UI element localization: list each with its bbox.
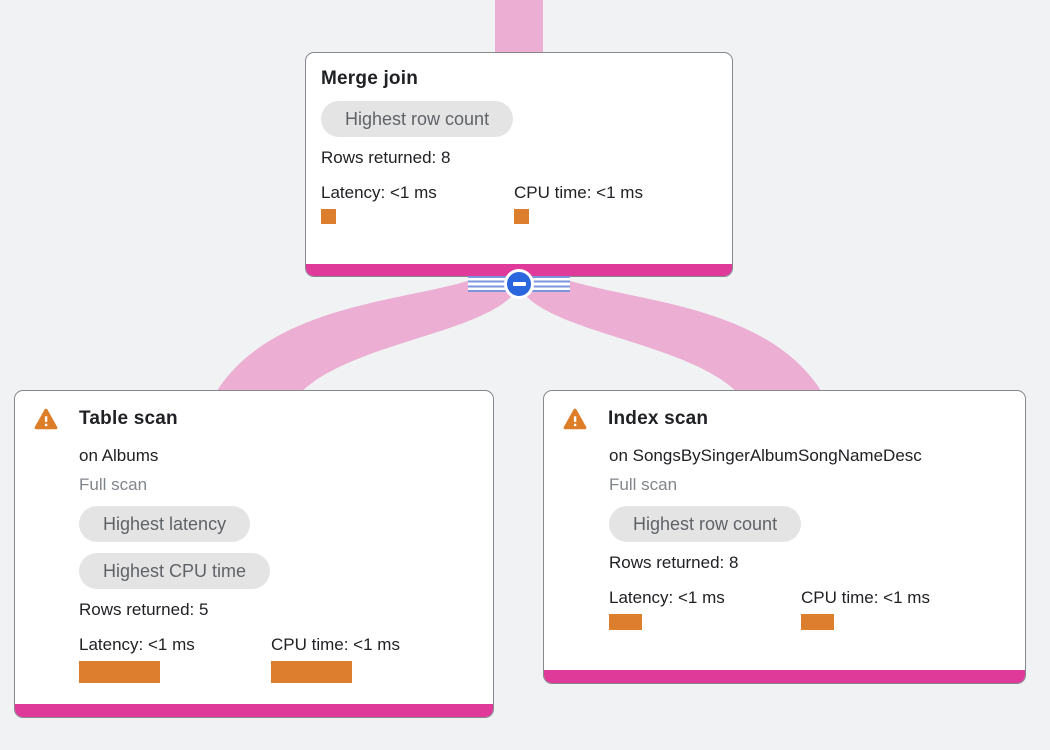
scan-target: on SongsBySingerAlbumSongNameDesc [609,446,922,465]
cpu-time-bar [514,209,529,224]
latency-label: Latency: <1 ms [609,588,725,607]
node-title: Merge join [321,68,419,89]
warning-icon [563,408,587,430]
latency-bar [609,614,642,630]
node-accent-bar [544,670,1025,683]
rows-returned: Rows returned: 8 [609,553,739,572]
rows-returned: Rows returned: 8 [321,148,451,167]
badge-highest-cpu-time: Highest CPU time [79,553,271,589]
latency-bar [321,209,336,224]
latency-label: Latency: <1 ms [79,635,195,654]
badge-highest-row-count: Highest row count [609,506,802,542]
edge-to-parent [495,0,543,58]
badge-highest-row-count: Highest row count [321,101,514,137]
plan-node-table-scan[interactable]: Table scan on Albums Full scan Highest l… [14,390,494,718]
collapse-control [468,269,570,299]
node-title: Table scan [79,408,178,429]
cpu-time-label: CPU time: <1 ms [514,183,643,202]
cpu-time-bar [271,661,352,683]
cpu-time-label: CPU time: <1 ms [801,588,930,607]
scan-type: Full scan [609,475,678,494]
scan-type: Full scan [79,475,148,494]
latency-bar [79,661,160,683]
edge-to-index-scan [521,280,823,394]
latency-label: Latency: <1 ms [321,183,437,202]
cpu-time-label: CPU time: <1 ms [271,635,400,654]
collapse-button[interactable] [504,269,534,299]
plan-node-merge-join[interactable]: Merge join Highest row count Rows return… [305,52,733,277]
warning-icon [34,408,58,430]
edge-to-table-scan [215,280,517,394]
cpu-time-bar [801,614,834,630]
node-title: Index scan [608,408,709,429]
rows-returned: Rows returned: 5 [79,600,209,619]
plan-node-index-scan[interactable]: Index scan on SongsBySingerAlbumSongName… [543,390,1026,684]
scan-target: on Albums [79,446,159,465]
node-accent-bar [15,704,493,717]
minus-icon [512,282,526,286]
badge-highest-latency: Highest latency [79,506,251,542]
